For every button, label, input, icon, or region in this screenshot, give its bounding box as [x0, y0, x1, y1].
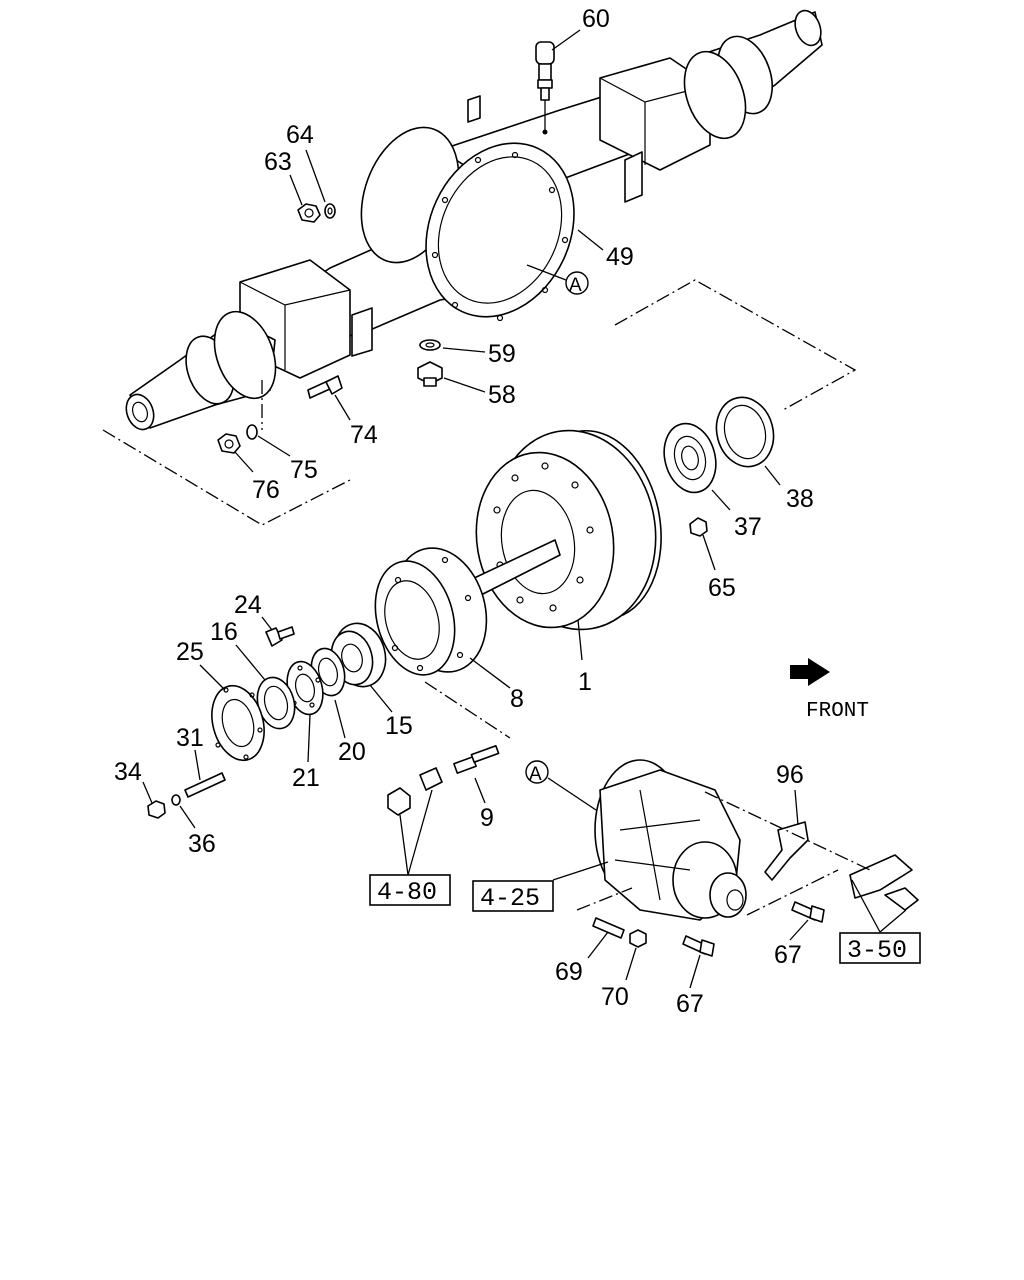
- drain-plug-58-washer-59: [417, 339, 443, 387]
- callout-31: 31: [176, 724, 204, 752]
- brake-drum: [475, 429, 662, 631]
- nut-34: [147, 800, 166, 819]
- callout-34: 34: [114, 758, 142, 786]
- guide-line-right: [614, 279, 857, 411]
- callout-69: 69: [555, 958, 583, 986]
- guide-line-left: [102, 429, 351, 526]
- callout-65: 65: [708, 574, 736, 602]
- callout-58: 58: [488, 381, 516, 409]
- bracket-96: [764, 821, 809, 881]
- front-direction-label: FRONT: [806, 700, 869, 723]
- sensor-9: [453, 744, 500, 774]
- callout-60: 60: [582, 5, 610, 33]
- callout-38: 38: [786, 485, 814, 513]
- section-ref-3-50-label: 3-50: [847, 936, 907, 965]
- nut-63-washer-64: [297, 203, 336, 223]
- guide-line-sensor: [424, 681, 511, 739]
- marker-a-housing-label: A: [569, 275, 582, 296]
- callout-1: 1: [578, 668, 592, 696]
- callout-63: 63: [264, 148, 292, 176]
- section-ref-3-50[interactable]: 3-50: [839, 932, 921, 965]
- callout-21: 21: [292, 764, 320, 792]
- plug-parts: [387, 767, 443, 816]
- right-axle-spindle: [683, 9, 823, 140]
- callout-76: 76: [252, 476, 280, 504]
- callout-75: 75: [290, 456, 318, 484]
- nut-65: [689, 517, 708, 537]
- stud-69: [592, 917, 625, 939]
- oil-seal-16: [256, 676, 296, 730]
- section-ref-4-80[interactable]: 4-80: [369, 874, 451, 907]
- callout-74: 74: [350, 421, 378, 449]
- section-ref-4-25-label: 4-25: [480, 884, 540, 913]
- differential-carrier: [594, 759, 747, 921]
- nut-76-washer-75: [217, 424, 258, 454]
- marker-a-differential: A: [525, 760, 549, 785]
- callout-49: 49: [606, 243, 634, 271]
- callout-24: 24: [234, 591, 262, 619]
- wheel-hub: [374, 547, 488, 676]
- bolt-67-right: [791, 901, 825, 923]
- washer-36: [171, 794, 181, 806]
- bearing-37: [663, 422, 717, 494]
- callout-64: 64: [286, 121, 314, 149]
- callout-70: 70: [601, 983, 629, 1011]
- hub-cover-25: [211, 684, 265, 762]
- callout-9: 9: [480, 804, 494, 832]
- guide-line-diff-bracket: [704, 791, 871, 871]
- guide-line-diff-bolts: [576, 869, 839, 916]
- callout-37: 37: [734, 513, 762, 541]
- stud-31: [184, 772, 226, 798]
- callout-67-lower: 67: [676, 990, 704, 1018]
- bolt-67-lower: [682, 935, 715, 957]
- callout-96: 96: [776, 761, 804, 789]
- callout-36: 36: [188, 830, 216, 858]
- section-ref-4-25[interactable]: 4-25: [472, 880, 554, 913]
- callout-25: 25: [176, 638, 204, 666]
- front-arrow-icon: [790, 658, 830, 686]
- callout-67-right: 67: [774, 941, 802, 969]
- bracket-3-50: [849, 854, 919, 911]
- bolt-24: [265, 626, 295, 647]
- oil-seal-38: [715, 396, 775, 468]
- bolt-74: [307, 375, 343, 399]
- callout-59: 59: [488, 340, 516, 368]
- leader-lines: [142, 29, 907, 989]
- callout-16: 16: [210, 618, 238, 646]
- nut-70: [629, 929, 647, 948]
- section-ref-4-80-label: 4-80: [377, 878, 437, 907]
- callout-15: 15: [385, 712, 413, 740]
- callout-20: 20: [338, 738, 366, 766]
- callout-8: 8: [510, 685, 524, 713]
- marker-a-differential-label: A: [529, 764, 542, 785]
- bolt-60: [535, 41, 555, 135]
- left-axle-spindle: [125, 310, 277, 431]
- marker-a-housing: A: [565, 271, 589, 296]
